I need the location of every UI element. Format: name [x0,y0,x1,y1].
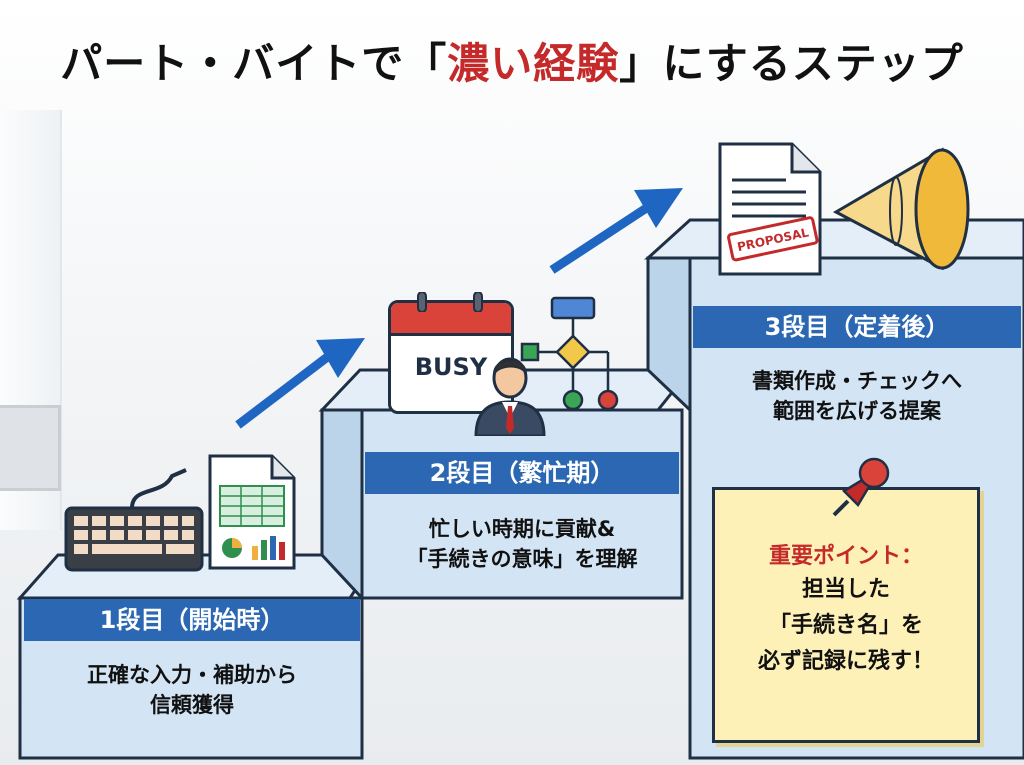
calendar-icon: BUSY [388,300,514,414]
note-body: 担当した 「手続き名」を 必ず記録に残す！ [715,572,977,680]
step-3-desc-line2: 範囲を広げる提案 [773,399,941,423]
note-title: 重要ポイント： [768,544,923,569]
step-3-description: 書類作成・チェックへ 範囲を広げる提案 [693,366,1021,426]
title-suffix: にするステップ [662,39,964,88]
step-2-desc-line1: 忙しい時期に貢献& [428,517,616,541]
keyboard-icon [64,468,204,572]
step-1-label: 1段目（開始時） [24,599,360,641]
step-2-label: 2段目（繁忙期） [365,452,679,494]
step-1-desc-line2: 信頼獲得 [150,693,234,717]
title-open-bracket: 「 [404,39,448,88]
note-line-3: 必ず記録に残す！ [757,649,934,674]
calendar-busy-text: BUSY [414,353,488,381]
step-2-desc-line2: 「手続きの意味」を理解 [406,547,638,571]
step-1-desc-line1: 正確な入力・補助から [87,663,297,687]
step-1-description: 正確な入力・補助から 信頼獲得 [24,660,360,720]
spreadsheet-icon [208,454,296,570]
step-3-label: 3段目（定着後） [693,306,1021,348]
note-line-2: 「手続き名」を [768,613,923,638]
note-line-1: 担当した [801,577,890,602]
proposal-document-icon: PROPOSAL [718,142,822,276]
flowchart-icon [520,296,619,411]
step-2-description: 忙しい時期に貢献& 「手続きの意味」を理解 [365,514,679,574]
businessperson-icon [474,357,546,436]
title-accent: 濃い経験 [447,39,620,88]
monitor-decoration [0,405,61,491]
title-close-bracket: 」 [619,39,663,88]
page-title: パート・バイトで「濃い経験」にするステップ [0,30,1024,91]
pushpin-icon [832,457,890,517]
megaphone-icon [832,147,970,270]
calendar-rings-icon [417,292,483,312]
step-3-desc-line1: 書類作成・チェックへ [752,369,962,393]
title-prefix: パート・バイトで [60,39,405,88]
important-point-note: 重要ポイント： 担当した 「手続き名」を 必ず記録に残す！ [712,487,980,743]
